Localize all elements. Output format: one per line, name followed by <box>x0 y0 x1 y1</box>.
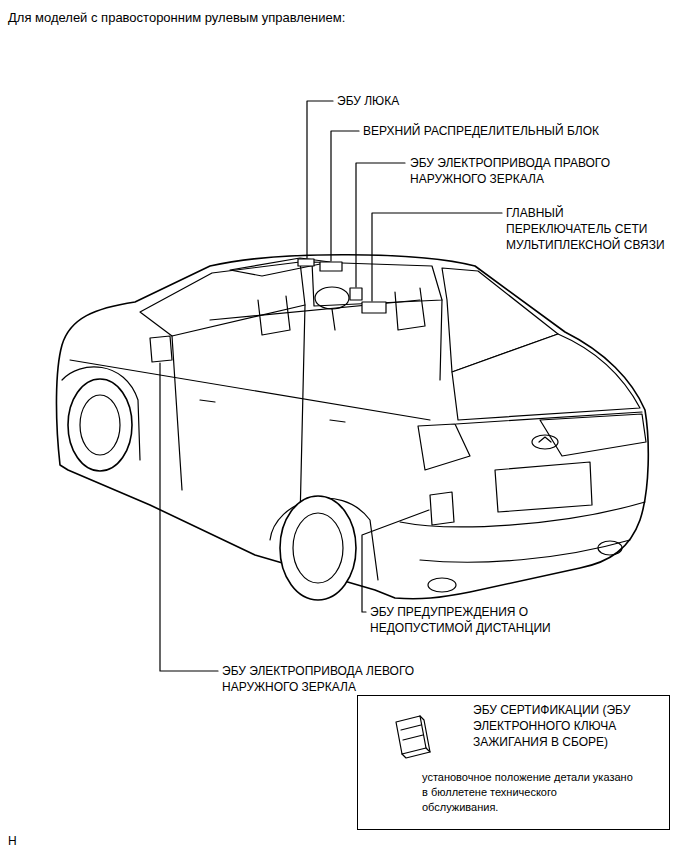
note-box: ЭБУ СЕРТИФИКАЦИИ (ЭБУ ЭЛЕКТРОННОГО КЛЮЧА… <box>357 695 670 830</box>
diagram-title: Для моделей с правосторонним рулевым упр… <box>8 10 345 26</box>
part-label: ГЛАВНЫЙ ПЕРЕКЛЮЧАТЕЛЬ СЕТИ МУЛЬТИПЛЕКСНО… <box>506 205 671 253</box>
part-label: ЭБУ ПРЕДУПРЕЖДЕНИЯ О НЕДОПУСТИМОЙ ДИСТАН… <box>370 604 610 636</box>
part-label: ЭБУ ЛЮКА <box>337 93 537 109</box>
part-name: ЭБУ СЕРТИФИКАЦИИ (ЭБУ ЭЛЕКТРОННОГО КЛЮЧА… <box>473 702 661 750</box>
part-label: ЭБУ ЭЛЕКТРОПРИВОДА ПРАВОГО НАРУЖНОГО ЗЕР… <box>410 155 645 187</box>
figure-code: H <box>8 833 38 849</box>
part-label: ЭБУ ЭЛЕКТРОПРИВОДА ЛЕВОГО НАРУЖНОГО ЗЕРК… <box>222 663 462 695</box>
note-text: установочное положение детали указано в … <box>422 770 634 815</box>
part-label: ВЕРХНИЙ РАСПРЕДЕЛИТЕЛЬНЫЙ БЛОК <box>363 123 663 139</box>
